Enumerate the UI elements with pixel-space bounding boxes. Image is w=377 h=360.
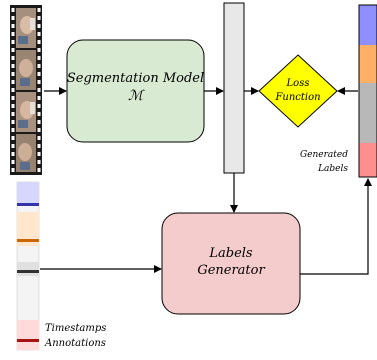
film-sprocket-hole — [37, 40, 41, 44]
film-sprocket-hole — [37, 72, 41, 76]
arrow-generator-to-labels — [300, 178, 372, 275]
labels-generator-line2: Generator — [197, 263, 265, 278]
film-sprocket-hole — [37, 168, 41, 172]
film-sprocket-hole — [11, 88, 15, 92]
film-sprocket-hole — [11, 72, 15, 76]
timestamp-segment-4 — [17, 320, 39, 350]
film-sprocket-hole — [11, 40, 15, 44]
timestamp-segment-3 — [17, 262, 39, 276]
labels-generator-box — [161, 212, 301, 315]
film-sprocket-hole — [11, 8, 15, 12]
timestamps-annotations-strip — [16, 181, 40, 351]
film-sprocket-hole — [37, 128, 41, 132]
film-sprocket-hole — [11, 32, 15, 36]
film-sprocket-hole — [37, 96, 41, 100]
timestamp-segment-1 — [17, 182, 39, 206]
timestamp-segment-2 — [17, 212, 39, 246]
film-sprocket-hole — [37, 112, 41, 116]
model-symbol: ℳ — [128, 88, 145, 104]
annotations-label: Annotations — [44, 338, 106, 349]
film-sprocket-hole — [11, 120, 15, 124]
film-sprocket-hole — [11, 168, 15, 172]
loss-function-diamond — [258, 54, 338, 128]
film-sprocket-hole — [37, 56, 41, 60]
generated-label-line2: Labels — [317, 164, 348, 174]
generated-labels-bar — [358, 4, 377, 178]
film-sprocket-hole — [37, 64, 41, 68]
film-sprocket-hole — [37, 120, 41, 124]
timestamp-marker-3 — [17, 270, 39, 273]
film-sprocket-hole — [37, 104, 41, 108]
film-sprocket-hole — [37, 16, 41, 20]
loss-label: Loss — [286, 78, 310, 89]
film-sprocket-hole — [11, 80, 15, 84]
film-sprocket-hole — [11, 48, 15, 52]
film-sprocket-hole — [11, 104, 15, 108]
function-label: Function — [274, 92, 320, 103]
film-sprocket-hole — [11, 136, 15, 140]
generated-label-line1: Generated — [300, 150, 348, 160]
timestamps-label: Timestamps — [45, 323, 106, 334]
timestamp-marker-4 — [17, 339, 39, 342]
film-sprocket-hole — [11, 16, 15, 20]
film-sprocket-hole — [11, 64, 15, 68]
film-sprocket-hole — [11, 56, 15, 60]
labels-generator-line1: Labels — [208, 246, 253, 261]
film-sprocket-hole — [37, 160, 41, 164]
film-sprocket-hole — [37, 80, 41, 84]
film-sprocket-hole — [37, 144, 41, 148]
film-sprocket-hole — [37, 8, 41, 12]
generated-label-segment-1 — [359, 5, 377, 45]
film-sprocket-hole — [11, 112, 15, 116]
film-sprocket-hole — [37, 48, 41, 52]
film-sprocket-hole — [11, 144, 15, 148]
film-sprocket-hole — [37, 136, 41, 140]
video-frames-filmstrip — [10, 5, 42, 175]
film-sprocket-hole — [11, 160, 15, 164]
film-sprocket-hole — [11, 128, 15, 132]
film-sprocket-hole — [37, 88, 41, 92]
film-sprocket-hole — [37, 152, 41, 156]
film-sprocket-hole — [11, 96, 15, 100]
film-sprocket-hole — [11, 152, 15, 156]
model-output-bar — [223, 2, 245, 174]
film-sprocket-hole — [11, 24, 15, 28]
generated-label-segment-3 — [359, 83, 377, 143]
film-sprocket-hole — [37, 32, 41, 36]
segmentation-model-title: Segmentation Model — [67, 71, 204, 86]
film-sprocket-hole — [37, 24, 41, 28]
generated-label-segment-4 — [359, 143, 377, 177]
timestamp-marker-2 — [17, 239, 39, 242]
generated-label-segment-2 — [359, 45, 377, 83]
timestamp-marker-1 — [17, 203, 39, 206]
